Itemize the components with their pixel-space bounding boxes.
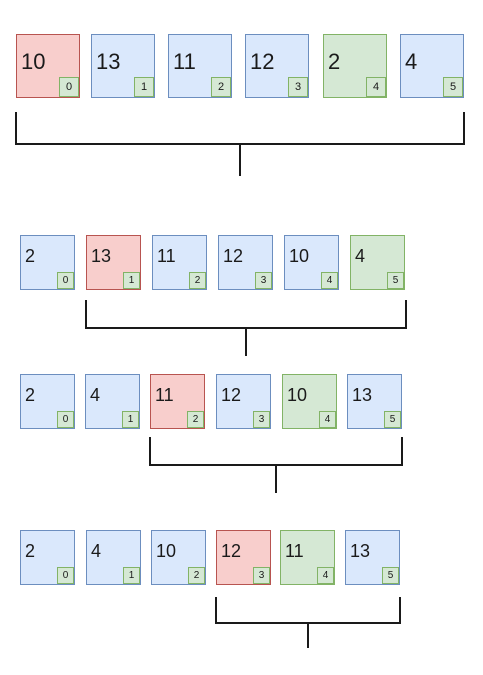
cell-value: 13 [96, 49, 121, 74]
cell-index: 0 [57, 411, 74, 428]
array-cell-5: 13 5 [345, 530, 400, 585]
array-cell-4-minimum: 10 4 [282, 374, 337, 429]
cell-value: 10 [156, 541, 177, 561]
array-cell-2: 11 2 [168, 34, 232, 98]
array-cell-0-current: 10 0 [16, 34, 80, 98]
array-cell-1: 13 1 [91, 34, 155, 98]
cell-index: 3 [253, 411, 270, 428]
array-cell-4-minimum: 11 4 [280, 530, 335, 585]
cell-index: 5 [387, 272, 404, 289]
cell-value: 4 [90, 385, 101, 405]
cell-value: 2 [328, 49, 341, 74]
cell-value: 11 [173, 49, 196, 74]
cell-index: 0 [57, 272, 74, 289]
cell-index: 1 [122, 411, 139, 428]
cell-value: 10 [287, 385, 308, 405]
array-cell-4: 10 4 [284, 235, 339, 290]
array-cell-1-current: 13 1 [86, 235, 141, 290]
cell-index: 4 [317, 567, 334, 584]
cell-index: 5 [382, 567, 399, 584]
cell-value: 12 [221, 385, 242, 405]
cell-value: 11 [155, 385, 174, 405]
cell-value: 4 [355, 246, 366, 266]
cell-value: 12 [223, 246, 244, 266]
cell-index: 4 [366, 77, 386, 97]
array-cell-3: 12 3 [245, 34, 309, 98]
cell-index: 4 [321, 272, 338, 289]
cell-value: 4 [91, 541, 102, 561]
cell-value: 12 [221, 541, 242, 561]
cell-value: 11 [285, 541, 304, 561]
cell-index: 5 [384, 411, 401, 428]
cell-index: 3 [255, 272, 272, 289]
cell-index: 2 [187, 411, 204, 428]
array-cell-2: 11 2 [152, 235, 207, 290]
array-cell-2: 10 2 [151, 530, 206, 585]
cell-value: 12 [250, 49, 275, 74]
bracket-line [149, 437, 403, 493]
cell-index: 5 [443, 77, 463, 97]
cell-value: 4 [405, 49, 418, 74]
array-cell-3: 12 3 [218, 235, 273, 290]
array-cell-2-current: 11 2 [150, 374, 205, 429]
cell-index: 0 [59, 77, 79, 97]
bracket-line [85, 300, 407, 356]
cell-index: 3 [253, 567, 270, 584]
bracket-line [15, 112, 465, 176]
array-cell-3: 12 3 [216, 374, 271, 429]
cell-value: 2 [25, 385, 36, 405]
cell-value: 13 [352, 385, 373, 405]
cell-value: 13 [91, 246, 112, 266]
bracket-line [215, 597, 401, 648]
cell-index: 3 [288, 77, 308, 97]
cell-value: 10 [21, 49, 46, 74]
cell-index: 0 [57, 567, 74, 584]
array-cell-3-current: 12 3 [216, 530, 271, 585]
cell-index: 1 [123, 272, 140, 289]
cell-value: 2 [25, 246, 36, 266]
cell-index: 2 [188, 567, 205, 584]
cell-index: 1 [123, 567, 140, 584]
cell-value: 10 [289, 246, 310, 266]
cell-index: 2 [211, 77, 231, 97]
cell-index: 1 [134, 77, 154, 97]
array-cell-5: 13 5 [347, 374, 402, 429]
cell-value: 2 [25, 541, 36, 561]
cell-value: 13 [350, 541, 371, 561]
cell-value: 11 [157, 246, 176, 266]
cell-index: 4 [319, 411, 336, 428]
cell-index: 2 [189, 272, 206, 289]
